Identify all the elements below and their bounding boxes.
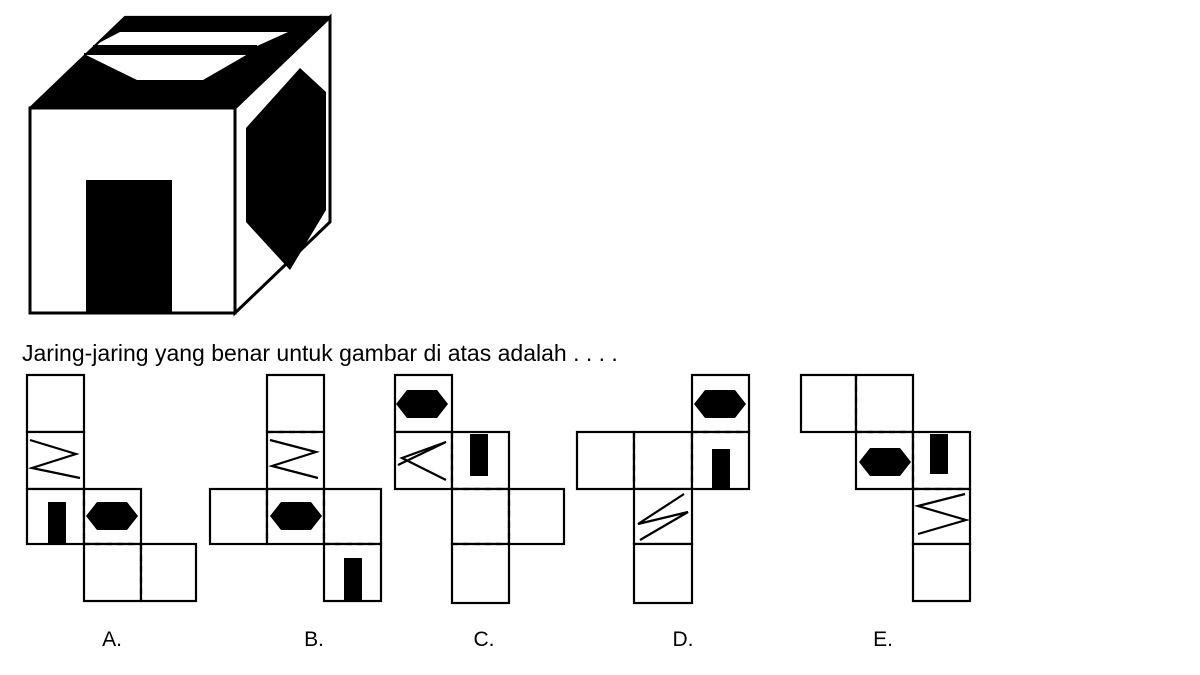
door-mark	[712, 449, 730, 489]
hexagon-mark	[694, 390, 746, 418]
net-option-a[interactable]	[25, 373, 198, 603]
option-label-c[interactable]: C.	[473, 628, 495, 651]
question-text: Jaring-jaring yang benar untuk gambar di…	[22, 340, 618, 366]
zigzag-mark	[637, 493, 689, 541]
door-mark	[470, 434, 488, 476]
zigzag-mark	[27, 438, 81, 480]
cube-top-stripe	[93, 32, 288, 46]
net-option-b[interactable]	[208, 373, 383, 603]
option-label-b[interactable]: B.	[304, 628, 324, 651]
cube-front-door	[86, 180, 172, 313]
cube-top-stripe-lower	[84, 54, 248, 80]
net-option-c[interactable]	[393, 373, 566, 605]
option-label-e[interactable]: E.	[873, 628, 893, 651]
door-mark	[930, 434, 948, 474]
option-label-d[interactable]: D.	[672, 628, 694, 651]
hexagon-mark	[396, 390, 448, 418]
cube-right-hexagon	[246, 68, 326, 270]
option-label-a[interactable]: A.	[102, 628, 122, 651]
door-mark	[48, 502, 66, 544]
reference-cube	[28, 13, 332, 317]
net-option-e[interactable]	[799, 373, 972, 603]
hexagon-mark	[859, 448, 911, 476]
hexagon-mark	[86, 502, 138, 530]
cube-top-zigzag	[83, 45, 258, 55]
net-option-d[interactable]	[575, 373, 751, 605]
zigzag-mark	[397, 440, 447, 481]
door-mark	[344, 558, 362, 601]
zigzag-mark	[268, 438, 320, 480]
zigzag-mark	[913, 492, 970, 536]
hexagon-mark	[270, 502, 322, 530]
